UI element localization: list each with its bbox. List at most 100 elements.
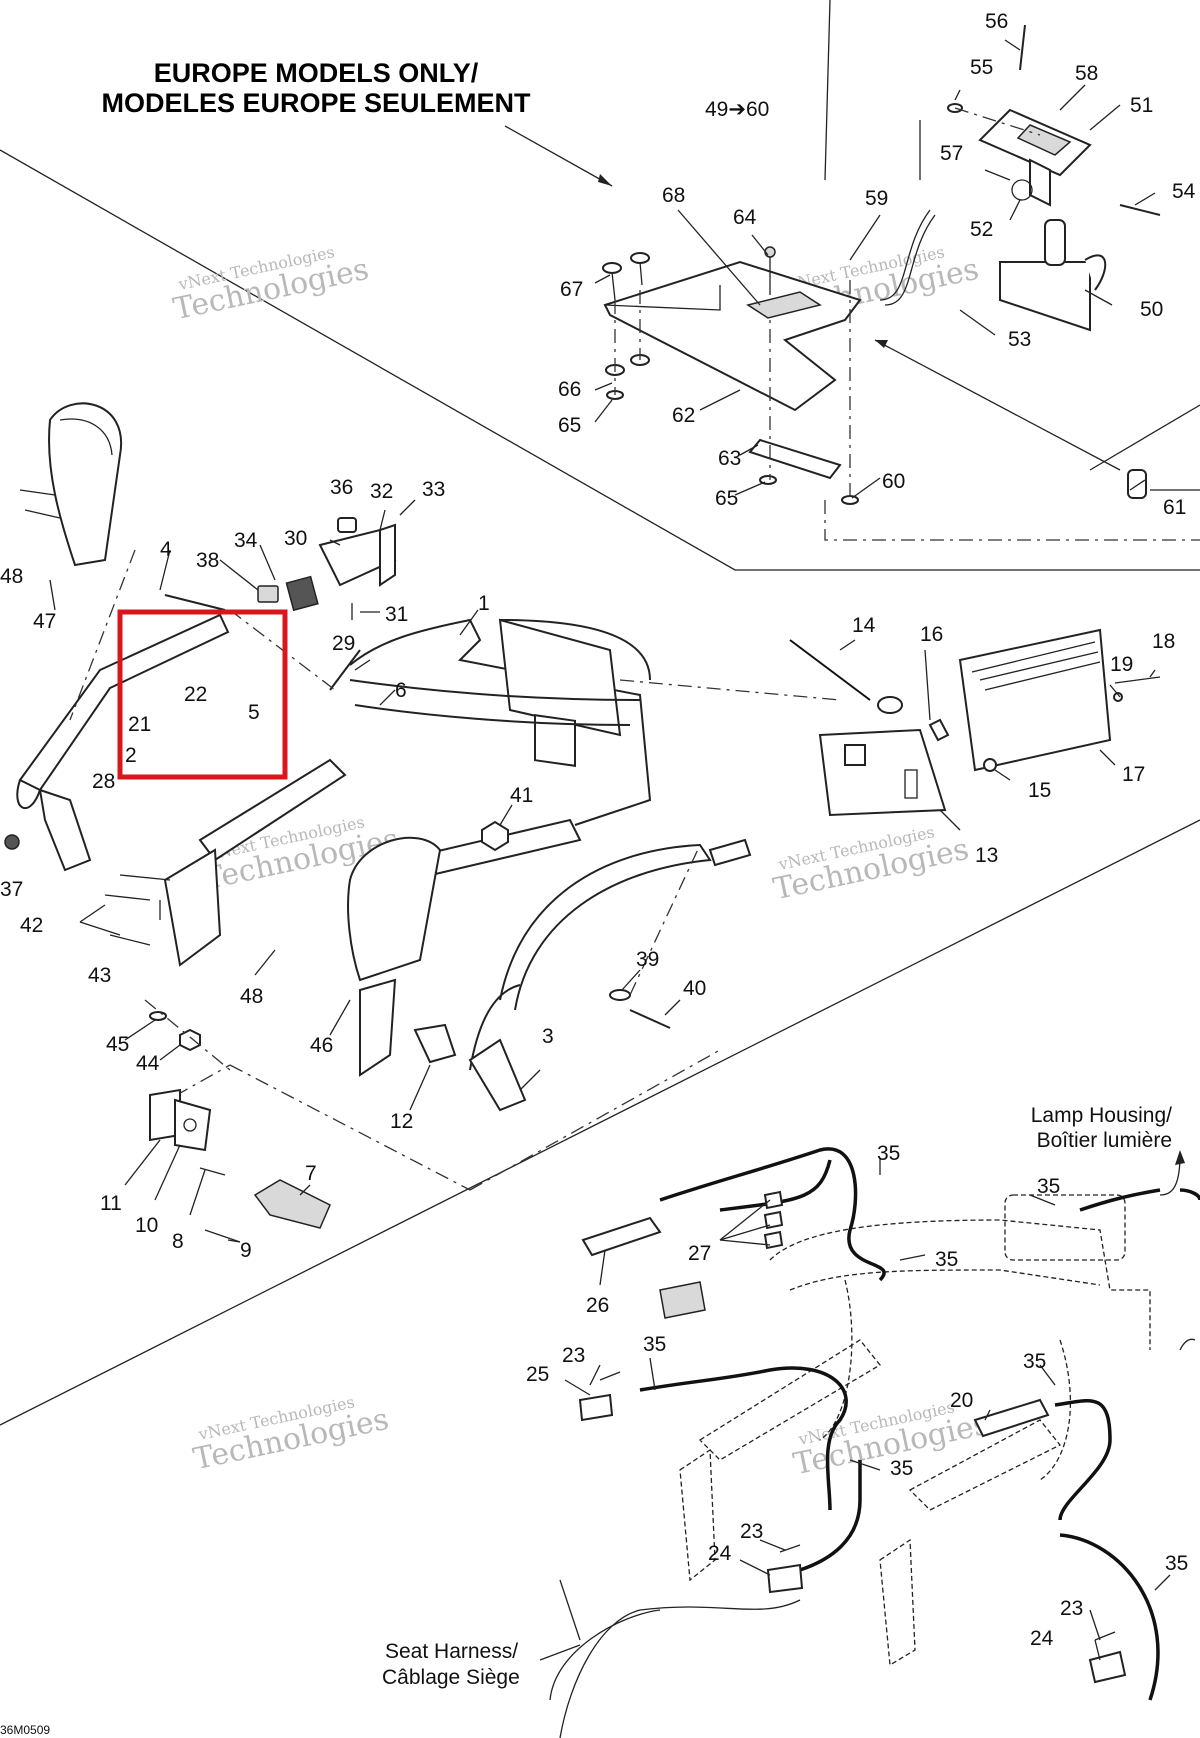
callout-18: 18: [1152, 630, 1175, 653]
callout-35: 35: [877, 1142, 900, 1165]
callout-5: 5: [248, 701, 260, 724]
callout-24: 24: [1030, 1627, 1054, 1650]
callout-6: 6: [395, 679, 407, 702]
callout-24: 24: [708, 1542, 732, 1565]
connector-25: [578, 1393, 614, 1422]
callout-10: 10: [135, 1214, 158, 1237]
drawing-code: 36M0509: [0, 1723, 50, 1737]
callout-32: 32: [370, 480, 393, 503]
callout-36: 36: [330, 476, 353, 499]
callout-35: 35: [890, 1457, 913, 1480]
callout-15: 15: [1028, 779, 1051, 802]
callout-44: 44: [136, 1052, 160, 1075]
callout-35: 35: [935, 1248, 958, 1271]
title-line-1: EUROPE MODELS ONLY/: [154, 58, 479, 88]
callout-35: 35: [1037, 1175, 1060, 1198]
callout-35: 35: [643, 1333, 666, 1356]
callout-38: 38: [196, 549, 219, 572]
callout-29: 29: [332, 632, 355, 655]
callout-56: 56: [985, 10, 1008, 33]
callout-33: 33: [422, 478, 445, 501]
callout-12: 12: [390, 1110, 413, 1133]
small-bracket: [748, 438, 842, 480]
callout-64: 64: [733, 206, 757, 229]
callout-23: 23: [1060, 1597, 1083, 1620]
callout-61: 61: [1163, 496, 1186, 519]
callout-27: 27: [688, 1242, 711, 1265]
callout-19: 19: [1110, 653, 1133, 676]
callout-53: 53: [1008, 328, 1031, 351]
plate-bracket-assembly: [602, 24, 1161, 505]
callout-8: 8: [172, 1230, 184, 1253]
callout-68: 68: [662, 184, 685, 207]
callout-1: 1: [478, 592, 490, 615]
tail-light-assembly: [708, 628, 1161, 867]
callout-28: 28: [92, 770, 115, 793]
label-pad: [746, 291, 822, 319]
callout-26: 26: [586, 1294, 609, 1317]
callout-30: 30: [284, 527, 307, 550]
callout-66: 66: [558, 378, 581, 401]
washer: [841, 495, 859, 505]
callout-37: 37: [0, 878, 23, 901]
connector-20: [973, 1398, 1050, 1438]
latch-plate: [999, 261, 1091, 332]
callout-34: 34: [234, 529, 258, 552]
lamp-housing-caption-fr: Boîtier lumière: [1037, 1129, 1172, 1152]
callout-50: 50: [1140, 298, 1163, 321]
callout-47: 47: [33, 610, 56, 633]
connector-24: [766, 1563, 804, 1594]
callout-22: 22: [184, 683, 207, 706]
callout-67: 67: [560, 278, 583, 301]
callout-59: 59: [865, 187, 888, 210]
title-line-2: MODELES EUROPE SEULEMENT: [101, 88, 531, 118]
handle-assembly: [4, 402, 841, 1191]
callout-48: 48: [240, 985, 263, 1008]
callout-4: 4: [160, 538, 172, 561]
connector-block: [253, 1179, 331, 1229]
callout-48: 48: [0, 565, 23, 588]
callout-42: 42: [20, 914, 43, 937]
captions: Lamp Housing/ Boîtier lumière Seat Harne…: [382, 1104, 1172, 1689]
callout-35: 35: [1165, 1552, 1188, 1575]
wiring-harness-diagram: [549, 1147, 1200, 1738]
callout-23: 23: [562, 1344, 585, 1367]
section-dividers: [0, 0, 1200, 1426]
callout-23: 23: [740, 1520, 763, 1543]
callout-52: 52: [970, 218, 993, 241]
callout-14: 14: [852, 614, 876, 637]
seat-harness-caption-en: Seat Harness/: [385, 1640, 518, 1663]
lever-switch: [285, 575, 319, 612]
lamp-housing-caption-en: Lamp Housing/: [1031, 1104, 1172, 1127]
callout-45: 45: [106, 1033, 129, 1056]
callout-43: 43: [88, 964, 111, 987]
callout-35: 35: [1023, 1350, 1046, 1373]
callout-54: 54: [1172, 180, 1196, 203]
callout-65: 65: [715, 487, 738, 510]
callout-60: 60: [882, 470, 905, 493]
callout-58: 58: [1075, 62, 1098, 85]
lamp-base: [818, 728, 947, 817]
range-label: 49➔60: [705, 98, 769, 121]
callout-55: 55: [970, 56, 993, 79]
lamp-housing: [958, 628, 1112, 772]
seat-harness-caption-fr: Câblage Siège: [382, 1666, 520, 1689]
callout-numbers: 56 55 58 51 57 54 52 50 53 49➔60 68 64 5…: [0, 10, 1196, 1650]
callout-17: 17: [1122, 763, 1145, 786]
diagram-title: EUROPE MODELS ONLY/ MODELES EUROPE SEULE…: [101, 58, 613, 187]
callout-7: 7: [305, 1162, 317, 1185]
callout-39: 39: [636, 948, 659, 971]
backrest-pad: [48, 402, 123, 567]
seat-side-bracket: [347, 836, 442, 982]
callout-65: 65: [558, 414, 581, 437]
callout-63: 63: [718, 447, 741, 470]
callout-16: 16: [920, 623, 943, 646]
callout-51: 51: [1130, 94, 1153, 117]
connector-26: [581, 1216, 662, 1257]
small-parts-group: [149, 1088, 331, 1243]
callout-20: 20: [950, 1389, 973, 1412]
connector-24: [1088, 1650, 1127, 1684]
callout-25: 25: [526, 1363, 549, 1386]
callout-11: 11: [100, 1192, 122, 1215]
